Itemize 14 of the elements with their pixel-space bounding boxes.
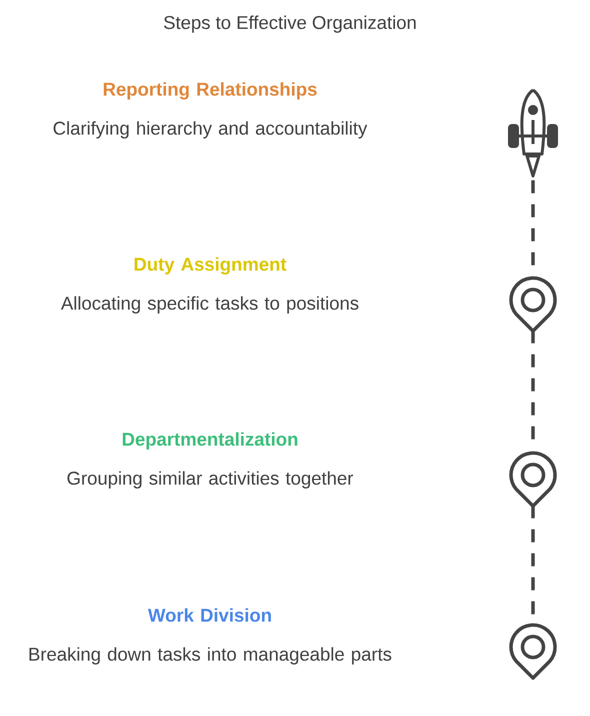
- location-pin-icon: [509, 623, 557, 680]
- dashed-line: [531, 505, 535, 617]
- heading: Departmentalization: [122, 432, 298, 450]
- location-pin-icon: [509, 451, 557, 508]
- description: Breaking down tasks into manageable parts: [30, 647, 392, 664]
- rocket-icon: [508, 88, 558, 178]
- heading: Reporting Relationships: [104, 82, 317, 100]
- heading: Duty Assignment: [134, 257, 286, 275]
- location-pin-icon: [509, 276, 557, 333]
- title: Steps to Effective Organization: [164, 16, 416, 33]
- description: Allocating specific tasks to positions: [60, 296, 358, 314]
- description: Clarifying hierarchy and accountability: [54, 121, 368, 138]
- heading: Work Division: [148, 608, 271, 622]
- description: Grouping similar activities together: [68, 471, 354, 488]
